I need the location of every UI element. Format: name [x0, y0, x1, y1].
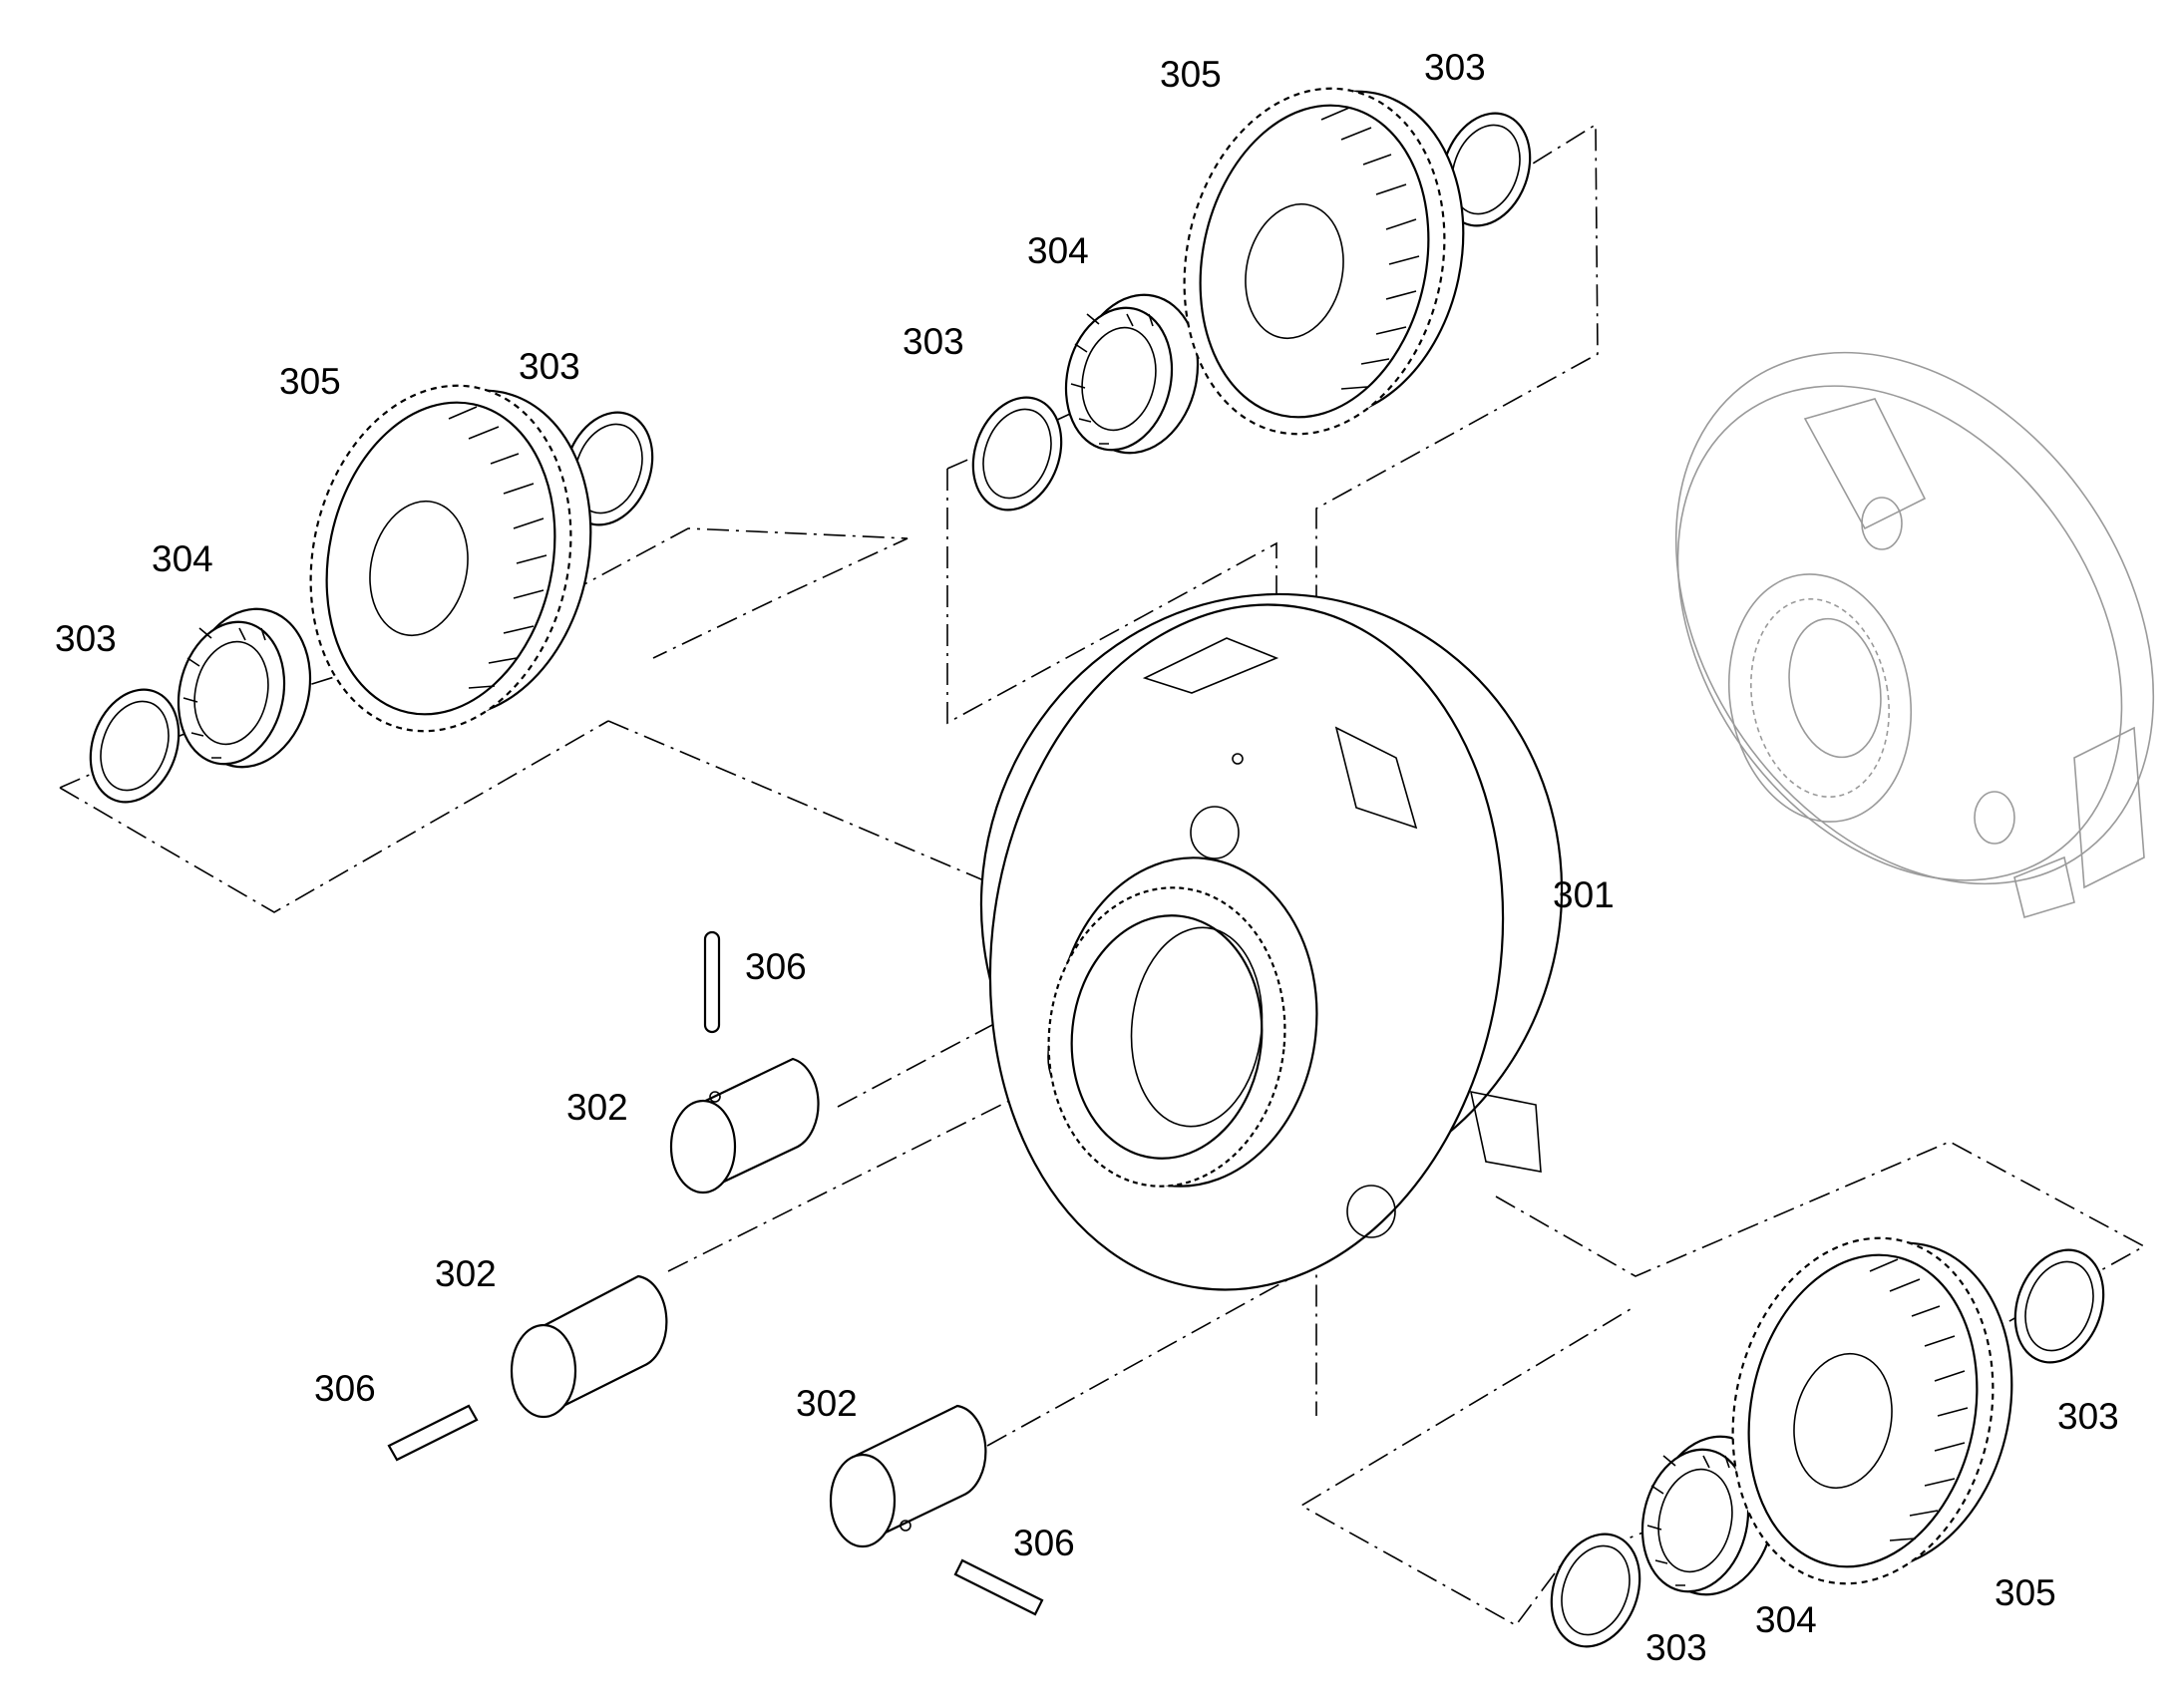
assembled-carrier-reference-view: [1674, 351, 2155, 919]
planet-pin-302-upper: [669, 1057, 820, 1195]
callout-302-upper-pin: 302: [566, 1087, 628, 1128]
callout-306-vertical-pin: 306: [745, 946, 807, 987]
callout-302-middle-pin: 302: [435, 1253, 497, 1294]
callout-304-bottom-bearing: 304: [1755, 1599, 1817, 1640]
callout-305-bottom-gear: 305: [1995, 1572, 2056, 1613]
callout-305-left-gear: 305: [279, 361, 341, 402]
callout-303-top-inner-washer: 303: [1424, 47, 1486, 88]
needle-bearing-304-top: [1064, 293, 1200, 455]
callout-304-left-bearing: 304: [152, 538, 213, 579]
callout-303-top-outer-washer: 303: [903, 321, 964, 362]
callout-305-top-gear: 305: [1160, 54, 1222, 95]
callout-labels: 305 303 304 303 305 303 304 303 301 306 …: [55, 47, 2119, 1668]
callout-306-right-pin: 306: [1013, 1523, 1075, 1563]
thrust-washer-303-left-outer: [89, 688, 181, 804]
callout-303-bottom-outer-washer: 303: [1645, 1627, 1707, 1668]
planet-gear-305-left: [309, 384, 592, 733]
callout-303-bottom-inner-washer: 303: [2057, 1396, 2119, 1437]
thrust-washer-303-bottom-outer: [1550, 1533, 1641, 1648]
callout-303-left-outer-washer: 303: [55, 618, 117, 659]
planet-gear-305-top: [1183, 87, 1465, 436]
roll-pin-306-left: [387, 1404, 479, 1462]
planet-pin-302-middle: [510, 1274, 668, 1419]
planet-gear-305-bottom: [1731, 1236, 2013, 1585]
callout-306-left-pin: 306: [314, 1368, 376, 1409]
callout-301-planet-carrier: 301: [1553, 874, 1615, 915]
roll-pin-306-right: [953, 1558, 1044, 1616]
needle-bearing-304-left: [177, 607, 312, 769]
thrust-washer-303-top-outer: [971, 396, 1063, 512]
planet-pin-302-lower: [829, 1404, 987, 1548]
callout-304-top-bearing: 304: [1027, 230, 1089, 271]
callout-302-lower-pin: 302: [796, 1383, 858, 1424]
thrust-washer-303-bottom-inner: [2013, 1248, 2105, 1364]
roll-pin-306-vertical: [703, 930, 721, 1034]
callout-303-left-inner-washer: 303: [519, 346, 580, 387]
planet-carrier-301: [979, 592, 1564, 1291]
